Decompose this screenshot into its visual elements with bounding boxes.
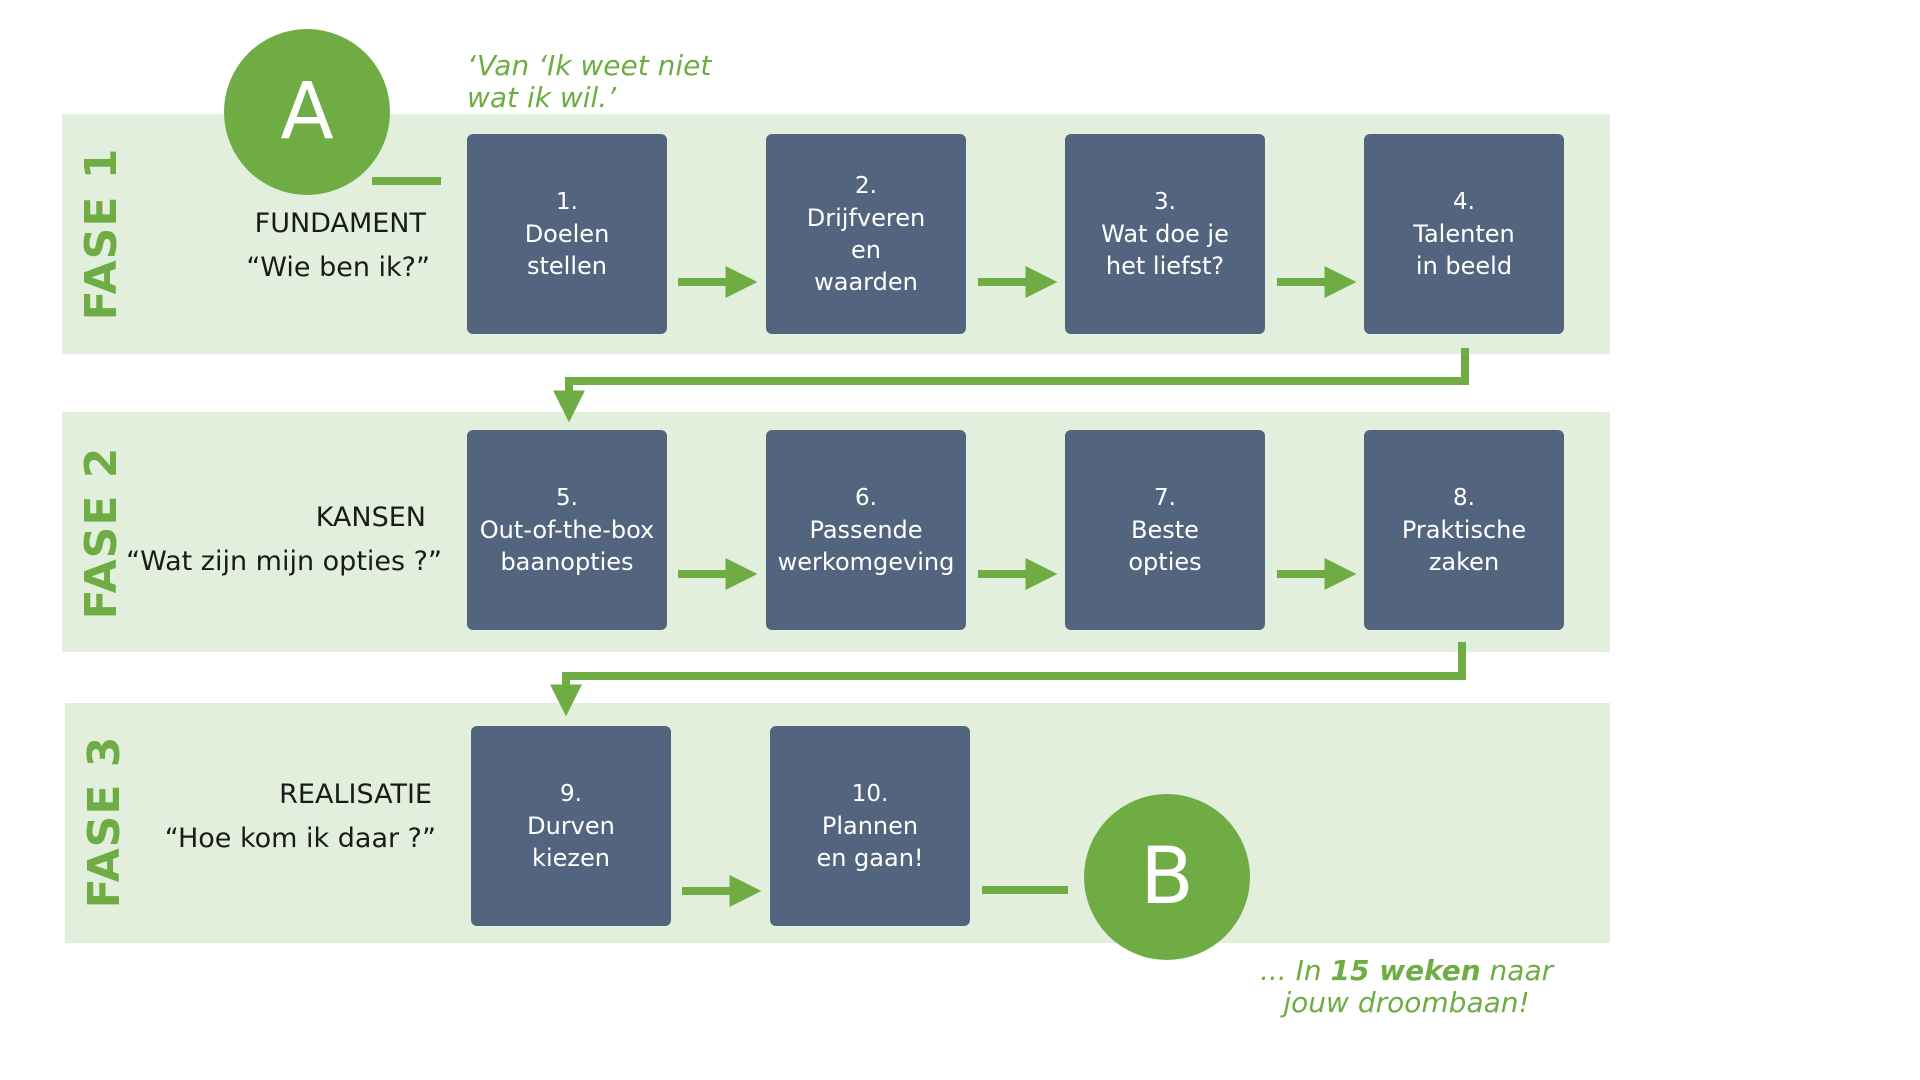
phase-1-label: FASE 1: [76, 147, 127, 321]
step-text-line: het liefst?: [1105, 252, 1225, 280]
step-text-line: kiezen: [532, 844, 610, 872]
end-quote-suffix: naar: [1480, 954, 1554, 987]
step-text-line: baanopties: [500, 548, 634, 576]
step-text-line: Plannen: [821, 812, 919, 840]
step-text-line: Talenten: [1413, 220, 1515, 248]
start-letter: A: [280, 67, 334, 157]
step-number: 10.: [851, 781, 889, 807]
phase-1-question: “Wie ben ik?”: [246, 252, 430, 283]
end-quote-bold: 15 weken: [1330, 954, 1481, 987]
step-text-line: waarden: [814, 268, 918, 296]
step-number: 8.: [1453, 485, 1475, 511]
end-quote-line2: jouw droombaan!: [1283, 986, 1530, 1019]
step-text-line: Out-of-the-box: [479, 516, 655, 544]
step-box-7: 7. Beste opties: [1065, 430, 1265, 630]
arrow-4-5: [553, 348, 1469, 423]
phase-3-label: FASE 3: [79, 735, 130, 909]
step-number: 6.: [855, 485, 877, 511]
end-circle-b: B: [1084, 794, 1250, 960]
arrow-8-9: [550, 642, 1466, 717]
step-text-line: stellen: [527, 252, 607, 280]
phase-2-title: KANSEN: [315, 502, 426, 533]
step-text-line: en: [851, 236, 881, 264]
step-text-line: in beeld: [1415, 252, 1513, 280]
step-text-line: Drijfveren: [806, 204, 926, 232]
step-text-line: zaken: [1428, 548, 1500, 576]
start-circle-a: A: [224, 29, 390, 195]
step-box-6: 6. Passende werkomgeving: [766, 430, 966, 630]
step-text-line: opties: [1128, 548, 1202, 576]
step-number: 5.: [556, 485, 578, 511]
step-box-2: 2. Drijfveren en waarden: [766, 134, 966, 334]
step-number: 3.: [1154, 189, 1176, 215]
step-text-line: Praktische: [1401, 516, 1527, 544]
step-number: 9.: [560, 781, 582, 807]
step-box-8: 8. Praktische zaken: [1364, 430, 1564, 630]
step-box-3: 3. Wat doe je het liefst?: [1065, 134, 1265, 334]
step-text-line: Doelen: [524, 220, 610, 248]
phase-2-label: FASE 2: [76, 446, 127, 620]
step-number: 1.: [556, 189, 578, 215]
step-text-line: Durven: [527, 812, 615, 840]
step-box-10: 10. Plannen en gaan!: [770, 726, 970, 926]
phase-1-title: FUNDAMENT: [254, 208, 426, 239]
step-text-line: werkomgeving: [777, 548, 955, 576]
step-number: 2.: [855, 173, 877, 199]
phase-3-question: “Hoe kom ik daar ?”: [164, 823, 436, 854]
end-quote: ... In 15 weken naar jouw droombaan!: [1260, 955, 1553, 1019]
phase-3-title: REALISATIE: [279, 779, 432, 810]
step-box-4: 4. Talenten in beeld: [1364, 134, 1564, 334]
phase-2-question: “Wat zijn mijn opties ?”: [126, 546, 442, 577]
start-quote-line1: ‘Van ‘Ik weet niet: [467, 49, 712, 82]
end-quote-prefix: ... In: [1260, 954, 1331, 987]
start-quote: ‘Van ‘Ik weet niet wat ik wil.’: [467, 50, 711, 114]
step-text-line: Wat doe je: [1101, 220, 1229, 248]
step-number: 7.: [1154, 485, 1176, 511]
start-quote-line2: wat ik wil.’: [467, 81, 617, 114]
step-box-5: 5. Out-of-the-box baanopties: [467, 430, 667, 630]
end-letter: B: [1140, 832, 1194, 922]
step-number: 4.: [1453, 189, 1475, 215]
step-text-line: en gaan!: [816, 844, 924, 872]
end-quote-line1: ... In 15 weken naar: [1260, 955, 1553, 987]
step-box-9: 9. Durven kiezen: [471, 726, 671, 926]
step-text-line: Beste: [1131, 516, 1199, 544]
step-box-1: 1. Doelen stellen: [467, 134, 667, 334]
step-text-line: Passende: [809, 516, 923, 544]
